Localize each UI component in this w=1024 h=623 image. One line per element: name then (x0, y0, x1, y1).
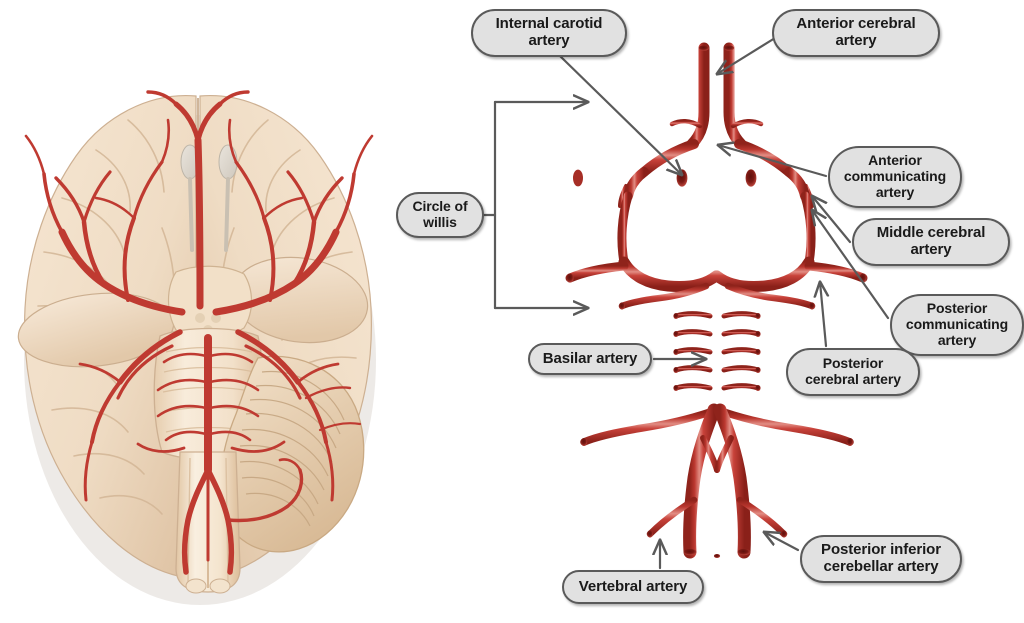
leader-posterior-cerebral (820, 282, 826, 348)
leader-anterior-cerebral (717, 36, 777, 74)
cerebellum (219, 355, 365, 553)
leader-lines (482, 36, 890, 570)
brain-arteries (24, 90, 374, 575)
label-posterior-communicating-artery: Posterior communicating artery (890, 294, 1024, 356)
label-middle-cerebral-artery: Middle cerebral artery (852, 218, 1010, 266)
leader-posterior-communicating (812, 210, 890, 320)
posterior-communicating-artery (617, 191, 816, 267)
label-circle-of-willis: Circle of willis (396, 192, 484, 238)
anterior-inferior-cerebellar-artery (580, 408, 854, 446)
anterior-spinal-artery (700, 435, 734, 559)
circle-of-willis-bracket (482, 102, 588, 308)
temporal-lobes (17, 256, 369, 368)
label-basilar-artery: Basilar artery (528, 343, 652, 375)
pontine-branches (673, 311, 761, 391)
label-vertebral-artery: Vertebral artery (562, 570, 704, 604)
anterior-cerebral-artery (669, 42, 764, 150)
vertebral-artery (683, 403, 751, 559)
leader-internal-carotid (558, 54, 682, 175)
label-posterior-inferior-cerebellar-artery: Posterior inferior cerebellar artery (800, 535, 962, 583)
superior-cerebellar-artery (618, 282, 816, 310)
leader-pica (764, 532, 800, 552)
leader-middle-cerebral (812, 196, 852, 244)
label-anterior-communicating-artery: Anterior communicating artery (828, 146, 962, 208)
label-posterior-cerebral-artery: Posterior cerebral artery (786, 348, 920, 396)
leader-anterior-communicating (718, 145, 828, 178)
label-anterior-cerebral-artery: Anterior cerebral artery (772, 9, 940, 57)
label-internal-carotid-artery: Internal carotid artery (471, 9, 627, 57)
